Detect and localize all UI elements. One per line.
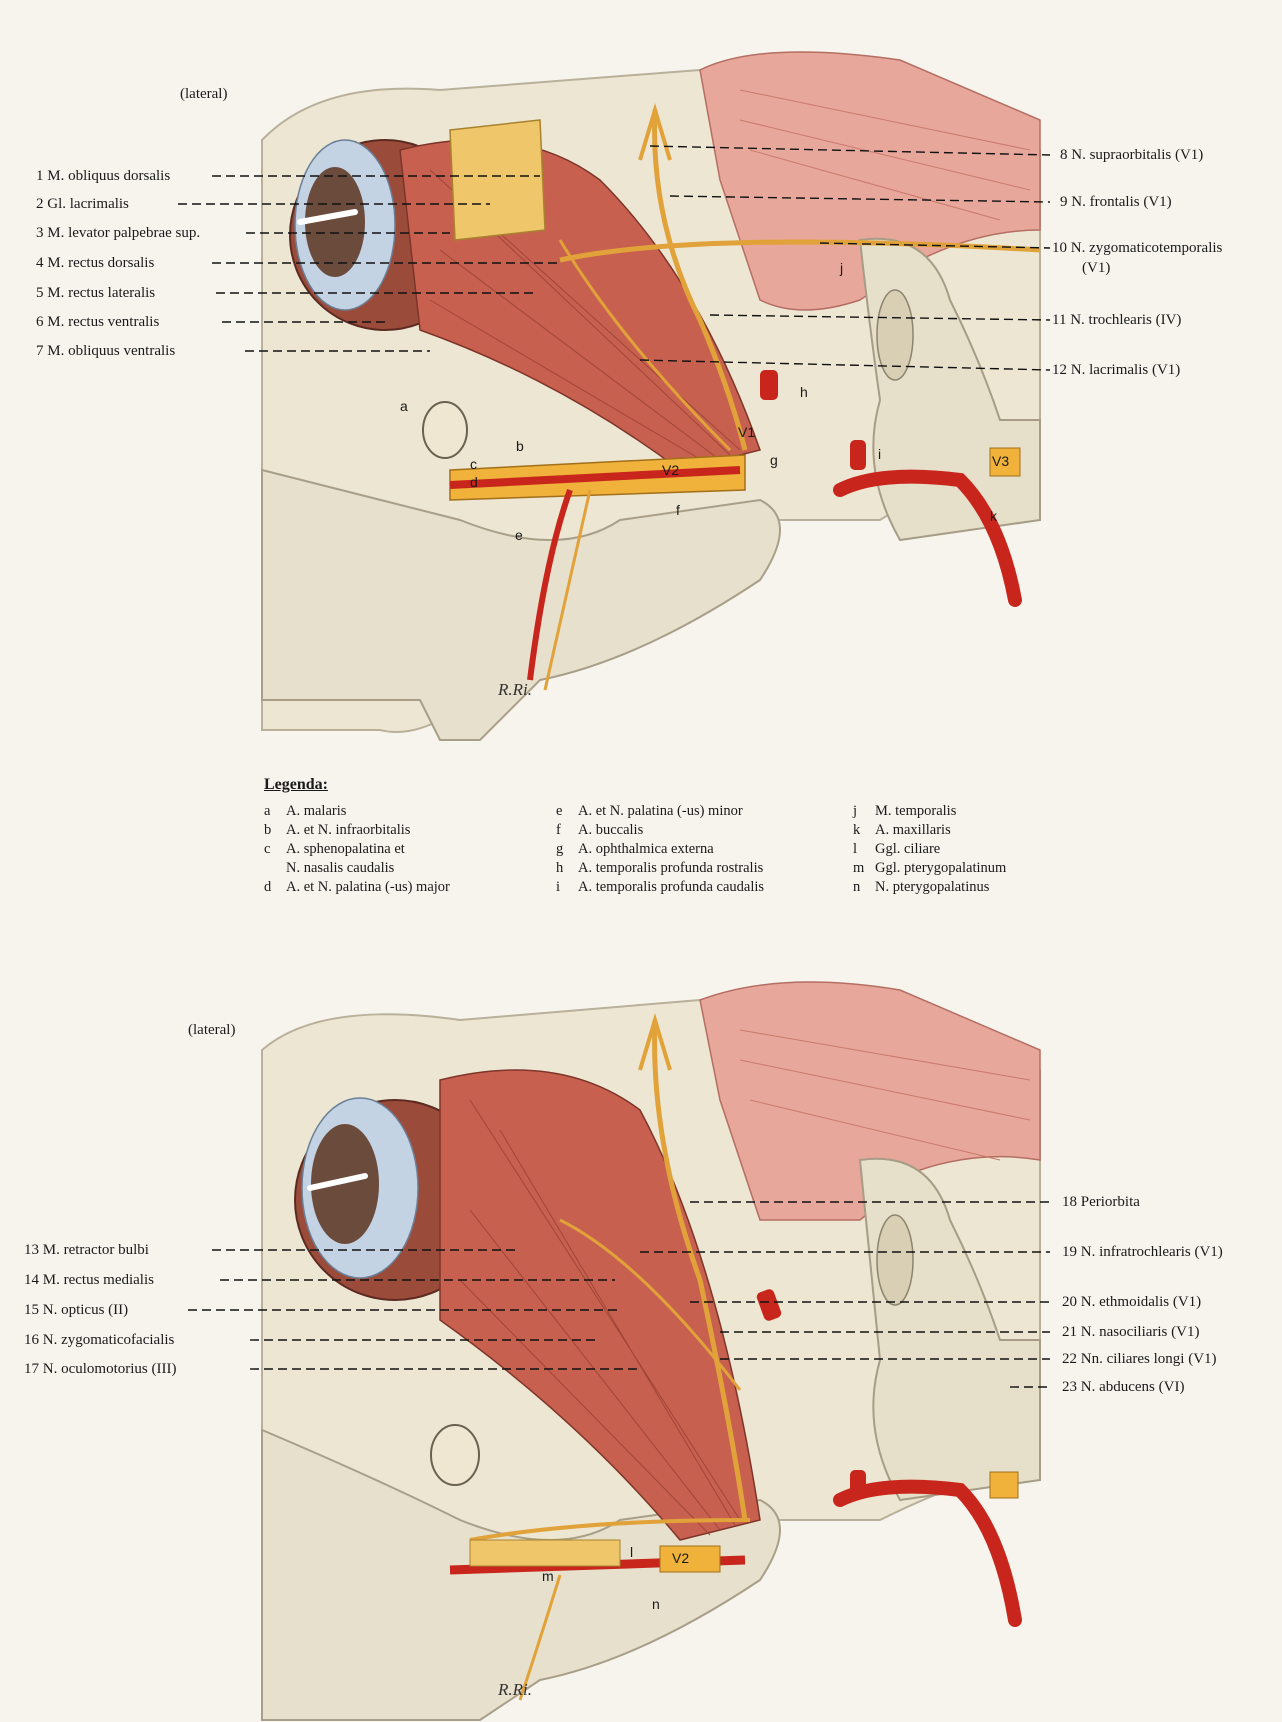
marker-n: n (652, 1596, 660, 1612)
marker-h: h (800, 384, 808, 400)
top-illustration (178, 51, 1051, 741)
label-4: 4 M. rectus dorsalis (36, 255, 155, 271)
legend-title: Legenda: (264, 776, 328, 793)
label-20: 20 N. ethmoidalis (V1) (1062, 1294, 1202, 1310)
temporal-muscle (699, 51, 1041, 311)
label-5: 5 M. rectus lateralis (36, 285, 156, 301)
marker-m: m (542, 1568, 554, 1584)
marker-i: i (878, 446, 882, 462)
label-8: 8 N. supraorbitalis (V1) (1060, 147, 1204, 163)
label-10: 10 N. zygomaticotemporalis (1052, 240, 1223, 256)
legend-item: N. nasalis caudalis (286, 860, 395, 876)
label-2: 2 Gl. lacrimalis (36, 196, 129, 212)
label-10-cont: (V1) (1082, 260, 1111, 276)
maxillary-artery (833, 469, 1022, 607)
label-23: 23 N. abducens (VI) (1062, 1379, 1185, 1395)
lateral-label-bottom: (lateral) (188, 1022, 236, 1038)
marker-a: a (400, 398, 408, 414)
temporal-muscle (699, 981, 1041, 1221)
label-1: 1 M. obliquus dorsalis (36, 168, 171, 184)
marker-j: j (840, 260, 844, 276)
marker-f: f (676, 502, 680, 518)
marker-k: k (990, 508, 997, 524)
label-13: 13 M. retractor bulbi (24, 1242, 149, 1258)
label-17: 17 N. oculomotorius (III) (24, 1361, 177, 1377)
label-18: 18 Periorbita (1062, 1194, 1140, 1210)
muscle-cone (439, 1069, 761, 1541)
marker-v2-bottom: V2 (672, 1550, 690, 1566)
marker-v2: V2 (662, 462, 680, 478)
label-3: 3 M. levator palpebrae sup. (36, 225, 201, 241)
lacrimal-gland (449, 119, 546, 241)
label-9: 9 N. frontalis (V1) (1060, 194, 1172, 210)
signature-bottom: R.Ri. (498, 1680, 532, 1699)
marker-v3: V3 (992, 453, 1010, 469)
top-panel: (lateral) 1 M. obliquus dorsalis 2 Gl. l… (0, 0, 1282, 760)
label-15: 15 N. opticus (II) (24, 1302, 129, 1318)
marker-g: g (770, 452, 778, 468)
signature-top: R.Ri. (498, 680, 532, 699)
marker-c: c (470, 456, 477, 472)
bottom-illustration (188, 981, 1050, 1721)
label-22: 22 Nn. ciliares longi (V1) (1062, 1351, 1217, 1367)
label-21: 21 N. nasociliaris (V1) (1062, 1324, 1200, 1340)
label-19: 19 N. infratrochlearis (V1) (1062, 1244, 1223, 1260)
label-11: 11 N. trochlearis (IV) (1052, 312, 1182, 328)
label-12: 12 N. lacrimalis (V1) (1052, 362, 1181, 378)
marker-d: d (470, 474, 478, 490)
bottom-panel: (lateral) 13 M. retractor bulbi 14 M. re… (0, 960, 1282, 1722)
marker-b: b (516, 438, 524, 454)
label-16: 16 N. zygomaticofacialis (24, 1332, 175, 1348)
marker-v1: V1 (738, 424, 756, 440)
lateral-label-top: (lateral) (180, 86, 228, 102)
label-7: 7 M. obliquus ventralis (36, 343, 176, 359)
marker-e: e (515, 527, 523, 543)
marker-l: l (630, 1544, 634, 1560)
label-14: 14 M. rectus medialis (24, 1272, 154, 1288)
label-6: 6 M. rectus ventralis (36, 314, 160, 330)
